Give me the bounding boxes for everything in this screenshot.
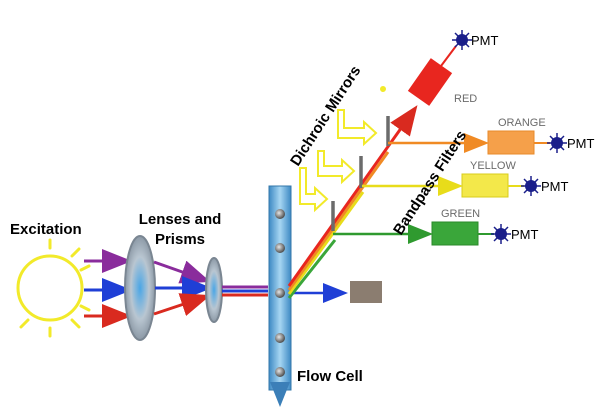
channel-label-green: GREEN bbox=[441, 208, 480, 220]
channel-orange: ORANGE PMT bbox=[487, 117, 595, 155]
yellow-dot bbox=[380, 86, 386, 92]
beam-red-converge bbox=[153, 293, 211, 316]
combined-beam bbox=[222, 285, 268, 297]
beam-purple-converge bbox=[153, 260, 211, 284]
lenses-label-line2: Prisms bbox=[155, 231, 205, 248]
scatter-detector bbox=[350, 281, 382, 303]
dichroic-mirrors bbox=[331, 116, 390, 231]
pmt-icon bbox=[491, 224, 511, 244]
channel-label-yellow: YELLOW bbox=[470, 160, 516, 172]
reflection-arrows bbox=[299, 109, 378, 213]
particle-icon bbox=[275, 367, 285, 377]
channel-red: RED PMT bbox=[407, 30, 499, 106]
lenses-label-line1: Lenses and bbox=[139, 211, 222, 228]
channel-green: GREEN PMT bbox=[431, 208, 539, 246]
pmt-icon bbox=[547, 133, 567, 153]
particle-icon bbox=[275, 333, 285, 343]
emission-beam-rainbow bbox=[287, 105, 418, 299]
filter-green bbox=[431, 221, 479, 246]
dichroic-mirrors-label: Dichroic Mirrors bbox=[287, 63, 364, 169]
small-lens-icon bbox=[205, 257, 223, 323]
particle-icon bbox=[275, 288, 285, 298]
flow-cell-label: Flow Cell bbox=[297, 368, 363, 385]
channel-label-red: RED bbox=[454, 93, 477, 105]
particle-icon bbox=[275, 209, 285, 219]
sun-icon bbox=[16, 238, 91, 338]
pmt-label-yellow: PMT bbox=[541, 179, 569, 194]
particle-icon bbox=[275, 243, 285, 253]
pmt-icon bbox=[452, 30, 472, 50]
channel-label-orange: ORANGE bbox=[498, 117, 546, 129]
filter-red bbox=[407, 58, 453, 106]
flow-cell bbox=[268, 185, 292, 407]
filter-orange bbox=[487, 130, 535, 155]
pmt-label-red: PMT bbox=[471, 33, 499, 48]
pmt-icon bbox=[521, 176, 541, 196]
pmt-label-green: PMT bbox=[511, 227, 539, 242]
large-lens-icon bbox=[124, 235, 156, 341]
pmt-label-orange: PMT bbox=[567, 136, 595, 151]
filter-yellow bbox=[461, 173, 509, 198]
excitation-label: Excitation bbox=[10, 221, 82, 238]
channel-yellow: YELLOW PMT bbox=[461, 160, 569, 198]
